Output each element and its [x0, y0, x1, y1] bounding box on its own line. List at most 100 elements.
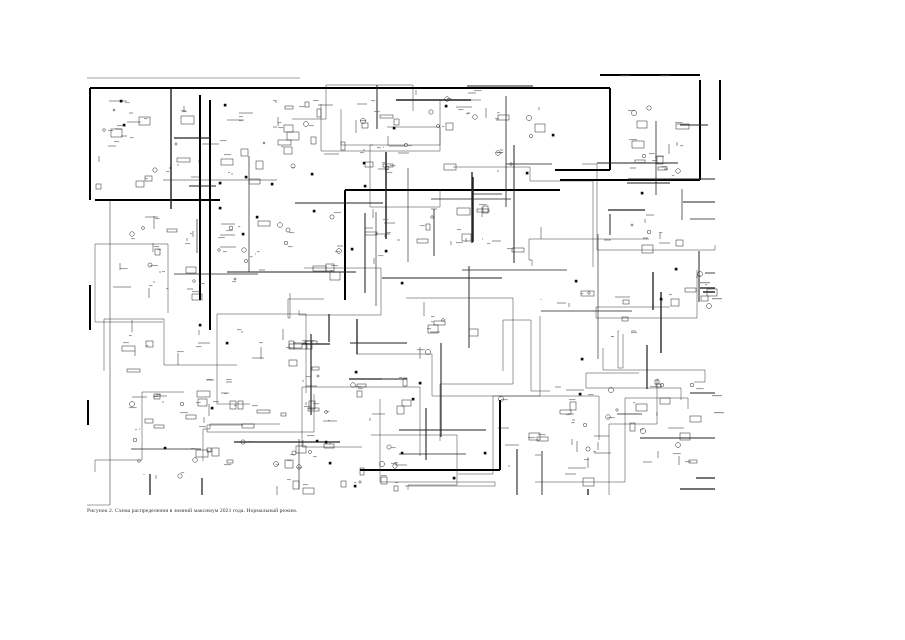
transformer-node — [631, 110, 637, 116]
substation-box — [679, 432, 691, 441]
substation-box — [393, 485, 399, 492]
breaker-mark — [270, 182, 274, 186]
substation-box — [396, 405, 405, 415]
label-mark — [276, 464, 279, 466]
label-mark — [334, 212, 342, 214]
substation-box — [329, 271, 341, 281]
label-mark — [381, 475, 387, 477]
substation-box — [359, 467, 365, 476]
transformer-node — [141, 226, 145, 230]
label-mark — [125, 102, 130, 104]
label-mark — [633, 402, 636, 404]
label-mark — [672, 175, 675, 177]
label-mark — [584, 459, 589, 461]
label-mark — [680, 145, 684, 147]
substation-box — [138, 116, 151, 126]
transformer-node — [329, 214, 335, 220]
label-mark — [637, 162, 645, 164]
substation-box — [292, 480, 300, 490]
transformer-node — [430, 215, 434, 219]
substation-box — [635, 403, 648, 412]
label-mark — [120, 268, 128, 270]
schematic-frame — [87, 77, 300, 506]
label-mark — [185, 243, 191, 245]
substation-box — [364, 231, 378, 236]
substation-box — [284, 459, 294, 469]
label-mark — [571, 422, 575, 424]
label-mark — [326, 411, 330, 413]
substation-box — [416, 238, 429, 244]
label-mark — [387, 232, 391, 234]
transformer-node — [241, 247, 247, 253]
label-mark — [358, 388, 363, 390]
substation-box — [153, 424, 165, 429]
substation-box — [277, 139, 292, 146]
transformer-node — [217, 248, 221, 252]
breaker-mark — [363, 184, 367, 188]
breaker-mark — [255, 215, 259, 219]
substation-box — [237, 400, 244, 410]
label-mark — [166, 288, 169, 290]
label-mark — [153, 396, 159, 398]
label-mark — [196, 346, 202, 348]
label-mark — [501, 399, 508, 401]
substation-box — [689, 415, 702, 423]
connection-line — [585, 372, 682, 400]
transformer-node — [509, 162, 513, 166]
label-mark — [278, 127, 284, 129]
label-mark — [566, 414, 570, 416]
substation-box — [654, 379, 660, 385]
label-mark — [166, 171, 170, 173]
breaker-mark — [315, 439, 319, 443]
substation-box — [497, 114, 510, 121]
label-mark — [427, 328, 431, 330]
transformer-node — [192, 457, 198, 463]
label-mark — [199, 283, 205, 285]
label-mark — [155, 218, 160, 220]
breaker-mark — [392, 126, 396, 130]
label-mark — [495, 118, 499, 120]
connection-line — [369, 144, 441, 208]
substation-box — [468, 328, 479, 337]
label-mark — [394, 462, 398, 464]
substation-box — [636, 120, 648, 129]
label-mark — [226, 230, 233, 232]
connection-line — [528, 238, 649, 266]
label-mark — [307, 435, 315, 437]
substation-box — [295, 445, 307, 454]
breaker-mark — [452, 476, 456, 480]
substation-box — [220, 158, 234, 166]
label-mark — [129, 335, 132, 337]
label-mark — [581, 293, 584, 295]
connection-line — [582, 163, 716, 251]
connection-line — [602, 348, 706, 383]
breaker-mark — [218, 206, 222, 210]
label-mark — [281, 146, 284, 148]
connection-line — [458, 395, 600, 475]
connection-line — [453, 166, 594, 267]
label-mark — [313, 100, 319, 102]
label-mark — [456, 242, 463, 244]
label-mark — [129, 407, 137, 409]
substation-box — [226, 459, 234, 464]
label-mark — [360, 152, 365, 154]
substation-box — [659, 397, 671, 405]
transformer-node — [689, 382, 695, 388]
label-mark — [390, 165, 396, 167]
breaker-mark — [640, 191, 644, 195]
label-mark — [226, 379, 232, 381]
substation-box — [622, 299, 630, 305]
label-mark — [335, 251, 340, 253]
breaker-mark — [418, 381, 422, 385]
substation-box — [166, 228, 178, 233]
label-mark — [417, 349, 425, 351]
label-mark — [290, 454, 295, 456]
label-mark — [497, 152, 504, 154]
substation-box — [185, 266, 197, 274]
substation-box — [675, 239, 684, 247]
substation-box — [180, 115, 195, 125]
label-mark — [131, 238, 135, 240]
label-mark — [355, 386, 361, 388]
substation-box — [461, 233, 472, 242]
transformer-node — [192, 279, 196, 283]
